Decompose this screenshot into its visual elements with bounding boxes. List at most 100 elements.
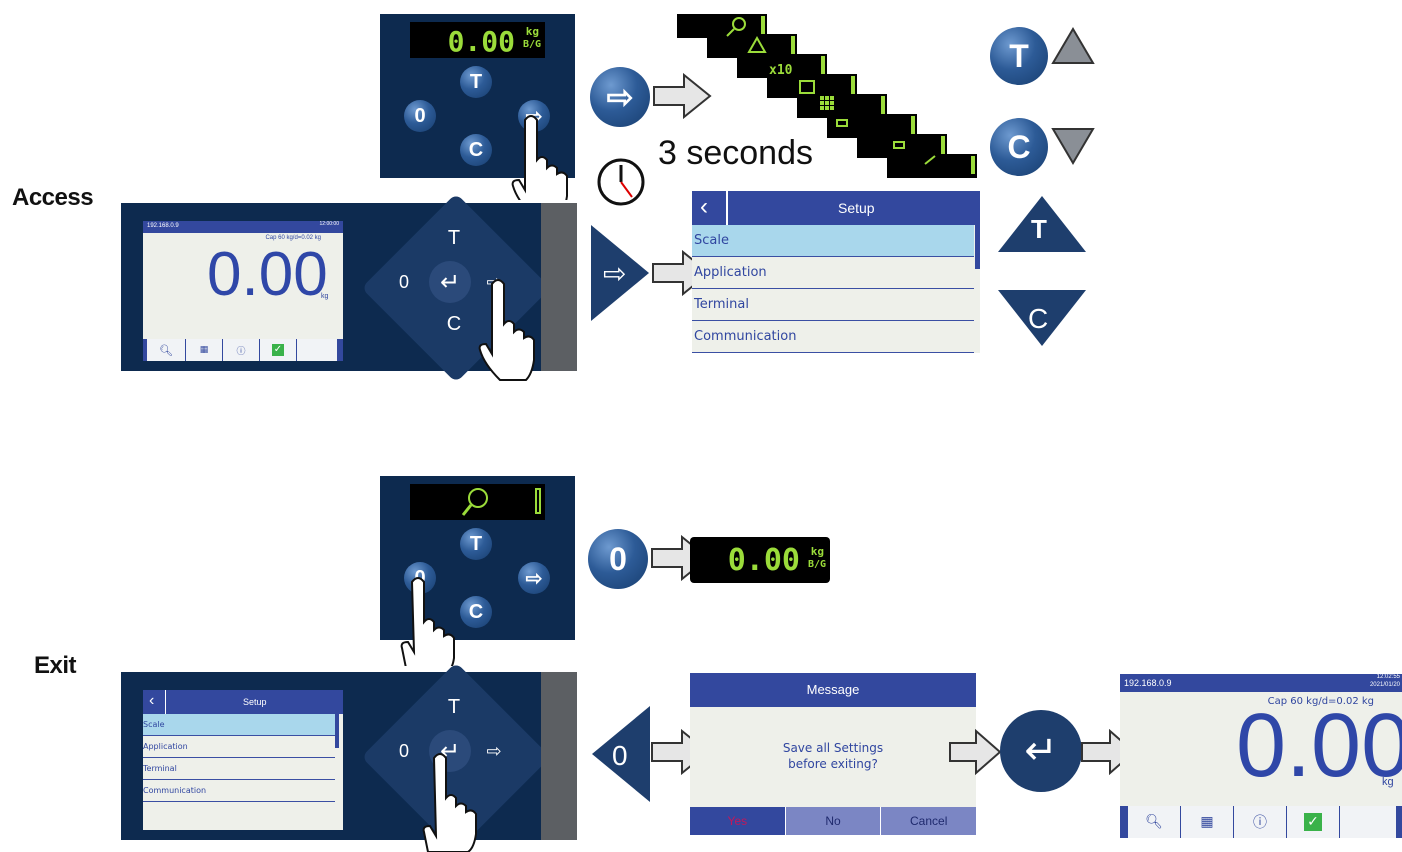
screen-date: 2021/01/20 <box>1369 682 1400 688</box>
keypad-tare[interactable]: T <box>447 695 461 718</box>
tare-triangle-key: T <box>998 196 1086 252</box>
keypad-menu[interactable]: ⇨ <box>486 740 502 761</box>
blank-softkey[interactable] <box>297 339 338 361</box>
menu-item-terminal[interactable]: Terminal <box>692 289 974 321</box>
terminal-screen: 192.168.0.9 12:00:00 Cap 60 kg/d=0.02 kg… <box>143 221 343 361</box>
hand-pointer-icon <box>400 577 455 666</box>
zoom-icon[interactable]: 🔍︎ <box>147 339 186 361</box>
large-terminal-panel: 192.168.0.9 12:00:00 Cap 60 kg/d=0.02 kg… <box>121 193 577 383</box>
screen-capacity: Cap 60 kg/d=0.02 kg <box>1267 696 1374 707</box>
dialog-buttons: Yes No Cancel <box>690 807 976 835</box>
menu-item-communication[interactable]: Communication <box>143 780 335 802</box>
keypad-clear[interactable]: C <box>446 312 462 335</box>
zoom-icon[interactable]: 🔍︎ <box>1128 806 1181 838</box>
clear-button[interactable]: C <box>460 134 492 166</box>
terminal-setup-screen: ‹ Setup Scale Application Terminal Commu… <box>143 690 343 830</box>
zero-key-icon: 0 <box>588 529 648 589</box>
tare-button[interactable]: T <box>460 66 492 98</box>
menu-item-application[interactable]: Application <box>143 736 335 758</box>
keypad-zero[interactable]: 0 <box>398 271 409 292</box>
dialog-title: Message <box>690 673 976 707</box>
menu-button[interactable]: ⇨ <box>518 562 550 594</box>
triangle-down-icon <box>1051 128 1095 165</box>
icon-strip: x10 <box>677 14 987 180</box>
small-terminal-panel: 0.00 kg B/G T 0 ⇨ C <box>380 14 575 178</box>
hand-pointer-icon <box>422 753 477 852</box>
menu-item-communication[interactable]: Communication <box>692 321 974 353</box>
zero-diamond-key: 0 <box>592 706 650 802</box>
exit-label: Exit <box>34 652 77 679</box>
screen-time: 12:00:00 <box>319 221 339 227</box>
panel-edge <box>541 203 577 371</box>
hand-pointer-icon <box>478 279 535 381</box>
blank-softkey[interactable] <box>1340 806 1397 838</box>
panel-edge <box>541 672 577 840</box>
large-terminal-panel-exit: ‹ Setup Scale Application Terminal Commu… <box>121 662 577 852</box>
zero-button[interactable]: 0 <box>404 100 436 132</box>
menu-item-application[interactable]: Application <box>692 257 974 289</box>
clear-button[interactable]: C <box>460 596 492 628</box>
setup-title: Setup <box>243 697 267 707</box>
arrow-right-icon <box>653 73 712 119</box>
lcd-mode: B/G <box>807 559 826 570</box>
info-icon[interactable]: ⓘ <box>1234 806 1287 838</box>
cancel-button[interactable]: Cancel <box>881 807 976 835</box>
screen-ip: 192.168.0.9 <box>1124 678 1172 688</box>
screen-header: 192.168.0.9 12:02:55 2021/01/20 <box>1120 674 1402 692</box>
lcd-unit: kg <box>810 545 824 558</box>
seconds-label: 3 seconds <box>658 134 813 172</box>
enter-key-icon: ↵ <box>1000 710 1082 792</box>
header-divider <box>165 690 166 714</box>
keypad-enter[interactable]: ↵ <box>429 261 471 303</box>
data-icon[interactable]: ▦ <box>186 339 223 361</box>
level-bar <box>535 488 541 514</box>
access-label: Access <box>12 184 94 211</box>
tare-glyph: T <box>1031 214 1047 244</box>
clock-icon <box>597 158 645 206</box>
keypad-tare[interactable]: T <box>447 226 461 249</box>
menu-item-scale[interactable]: Scale <box>692 225 974 257</box>
back-icon[interactable]: ‹ <box>149 692 155 709</box>
clear-key-icon: C <box>990 118 1048 176</box>
check-icon[interactable]: ✓ <box>260 339 297 361</box>
scrollbar[interactable] <box>335 714 339 748</box>
no-button[interactable]: No <box>785 807 882 835</box>
screen-header: 192.168.0.9 12:00:00 <box>143 221 343 233</box>
info-icon[interactable]: ⓘ <box>223 339 260 361</box>
screen-time: 12:02:55 <box>1376 674 1400 680</box>
yes-button[interactable]: Yes <box>690 807 786 835</box>
screen-weight: 0.00 <box>1236 696 1402 796</box>
lcd-mode: B/G <box>522 39 541 50</box>
menu-item-scale[interactable]: Scale <box>143 714 335 736</box>
menu-glyph: ⇨ <box>603 258 626 289</box>
screen-footer: 🔍︎ ▦ ⓘ ✓ <box>143 339 343 361</box>
scrollbar[interactable] <box>975 225 980 269</box>
check-icon[interactable]: ✓ <box>1287 806 1340 838</box>
lcd-weight: 0.00 <box>447 25 515 58</box>
dialog-body-line2: before exiting? <box>788 757 878 771</box>
menu-key-icon: ⇨ <box>590 67 650 127</box>
clear-triangle-key: C <box>998 290 1086 346</box>
tare-button[interactable]: T <box>460 528 492 560</box>
clear-glyph: C <box>1028 303 1048 334</box>
zero-glyph: 0 <box>612 740 628 771</box>
dialog-body-line1: Save all Settings <box>782 741 884 755</box>
keypad-zero[interactable]: 0 <box>398 740 409 761</box>
menu-item-terminal[interactable]: Terminal <box>143 758 335 780</box>
lcd-unit: kg <box>525 25 539 38</box>
header-divider <box>726 191 728 225</box>
info-icon <box>461 488 488 516</box>
lcd-weight: 0.00 <box>727 543 800 578</box>
data-icon[interactable]: ▦ <box>1181 806 1234 838</box>
lcd-display-result: 0.00 kg B/G <box>690 537 830 583</box>
tare-key-icon: T <box>990 27 1048 85</box>
menu-diamond-key: ⇨ <box>591 225 649 321</box>
screen-ip: 192.168.0.9 <box>147 223 179 229</box>
screen-unit: kg <box>1382 776 1394 788</box>
back-icon[interactable]: ‹ <box>700 193 708 220</box>
setup-header: ‹ Setup <box>143 690 343 714</box>
lcd-display-exit <box>410 484 545 520</box>
setup-menu-screen: ‹ Setup Scale Application Terminal Commu… <box>692 191 980 353</box>
screen-weight: 0.00 <box>207 240 328 309</box>
final-weigh-screen: 192.168.0.9 12:02:55 2021/01/20 Cap 60 k… <box>1120 674 1402 838</box>
